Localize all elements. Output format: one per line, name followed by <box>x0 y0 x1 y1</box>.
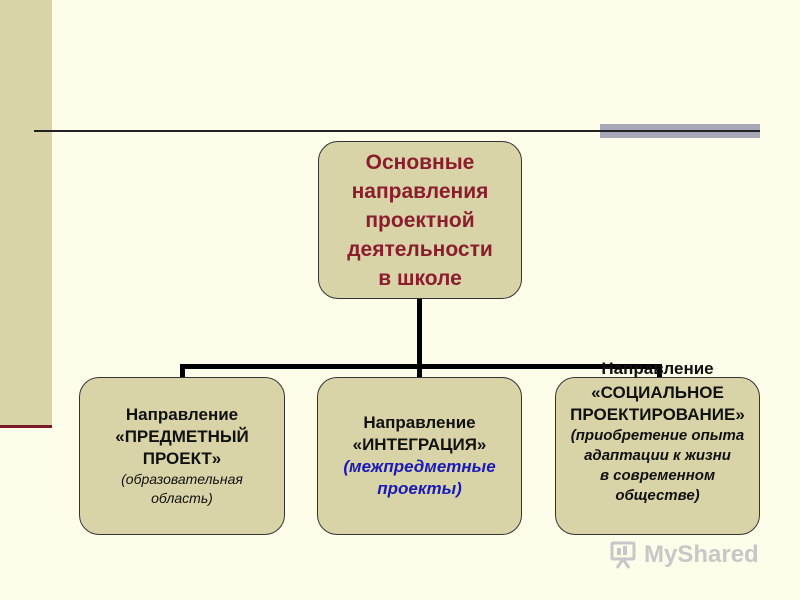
root-line: в школе <box>378 266 462 290</box>
child-line: «СОЦИАЛЬНОЕ <box>591 383 724 402</box>
child-node-integration: Направление «ИНТЕГРАЦИЯ» (межпредметные … <box>317 377 522 535</box>
connector-root-vertical <box>417 299 422 367</box>
child-line: Направление <box>363 413 476 432</box>
child-node-social-design: «СОЦИАЛЬНОЕ ПРОЕКТИРОВАНИЕ» (приобретени… <box>555 377 760 535</box>
root-node: Основные направления проектной деятельно… <box>318 141 522 299</box>
top-accent-bar <box>600 124 760 138</box>
connector-left-drop <box>180 364 185 378</box>
child-node-subject-project: Направление «ПРЕДМЕТНЫЙ ПРОЕКТ» (образов… <box>79 377 285 535</box>
side-decor-line <box>0 425 52 428</box>
child-line: (межпредметные <box>343 457 496 476</box>
watermark-text: MyShared <box>644 541 759 568</box>
child-line: обществе) <box>615 487 700 504</box>
connector-right-drop <box>657 364 662 378</box>
child-line: (образовательная <box>121 471 243 487</box>
child-header: Направление <box>601 359 714 378</box>
child-line: проекты) <box>377 479 462 498</box>
watermark-logo: MyShared <box>608 538 759 572</box>
root-line: направления <box>351 179 489 203</box>
child-line: «ПРЕДМЕТНЫЙ <box>115 427 249 446</box>
root-line: деятельности <box>347 237 493 261</box>
child-line: ПРОЕКТИРОВАНИЕ» <box>570 405 745 424</box>
connector-middle-drop <box>417 364 422 378</box>
child-line: адаптации к жизни <box>584 447 731 464</box>
top-divider <box>34 130 760 132</box>
child-line: ПРОЕКТ» <box>142 449 222 468</box>
child-line: (приобретение опыта <box>570 427 745 444</box>
side-decor-bar <box>0 0 52 426</box>
child-line: в современном <box>599 467 716 484</box>
root-line: проектной <box>365 208 475 232</box>
child-line: область) <box>151 490 213 506</box>
presentation-board-icon <box>610 541 636 569</box>
child-line: Направление <box>125 405 239 424</box>
child-line: «ИНТЕГРАЦИЯ» <box>352 435 487 454</box>
root-line: Основные <box>365 150 475 174</box>
